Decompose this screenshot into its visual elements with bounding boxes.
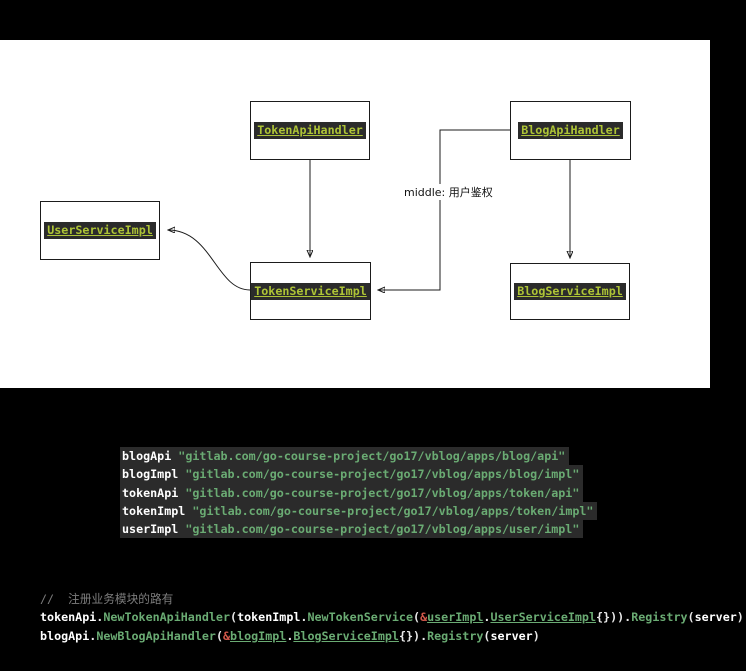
- code-link[interactable]: blogImpl: [230, 628, 287, 643]
- import-path: "gitlab.com/go-course-project/go17/vblog…: [178, 522, 580, 537]
- edge-tokenservice-to-userservice: [168, 230, 251, 291]
- code-token: (: [230, 610, 238, 625]
- node-link-blog-service-impl[interactable]: BlogServiceImpl: [514, 283, 626, 300]
- code-token: tokenImpl: [237, 610, 301, 625]
- class-diagram-canvas: TokenApiHandler BlogApiHandler UserServi…: [0, 40, 710, 388]
- code-comment: // 注册业务模块的路有: [40, 592, 174, 606]
- diagram-node-blog-service-impl[interactable]: BlogServiceImpl: [510, 263, 630, 320]
- import-line: tokenApi "gitlab.com/go-course-project/g…: [120, 483, 584, 502]
- import-line: userImpl "gitlab.com/go-course-project/g…: [120, 520, 584, 539]
- code-token: &: [222, 628, 231, 643]
- code-token: .: [89, 628, 97, 643]
- node-link-token-api-handler[interactable]: TokenApiHandler: [254, 122, 366, 139]
- edge-blogapi-to-tokenservice: [378, 129, 510, 290]
- code-token: (: [215, 628, 223, 643]
- code-token: ): [532, 628, 540, 643]
- import-path: "gitlab.com/go-course-project/go17/vblog…: [178, 485, 580, 500]
- import-alias: userImpl: [122, 522, 179, 537]
- code-token: .: [483, 610, 491, 625]
- code-link[interactable]: userImpl: [427, 610, 484, 625]
- import-path: "gitlab.com/go-course-project/go17/vblog…: [178, 467, 580, 482]
- edge-label-middleware-auth: middle: 用户鉴权: [402, 184, 495, 200]
- code-line: tokenApi.NewTokenApiHandler(tokenImpl.Ne…: [40, 608, 744, 626]
- import-alias: tokenApi: [122, 485, 179, 500]
- import-line: blogImpl "gitlab.com/go-course-project/g…: [120, 465, 584, 484]
- import-path: "gitlab.com/go-course-project/go17/vblog…: [171, 449, 566, 463]
- node-link-user-service-impl[interactable]: UserServiceImpl: [44, 222, 156, 239]
- code-token: (: [687, 610, 695, 625]
- registration-code-block: // 注册业务模块的路有 tokenApi.NewTokenApiHandler…: [40, 590, 744, 645]
- code-token: .: [96, 610, 104, 625]
- import-alias: tokenImpl: [122, 503, 186, 518]
- code-token: {}): [398, 628, 421, 643]
- import-path: "gitlab.com/go-course-project/go17/vblog…: [185, 503, 594, 518]
- diagram-edges: [0, 129, 710, 388]
- diagram-node-token-api-handler[interactable]: TokenApiHandler: [250, 101, 370, 160]
- code-token: server: [490, 628, 533, 643]
- code-token: (: [413, 610, 421, 625]
- code-link[interactable]: BlogServiceImpl: [293, 628, 399, 643]
- code-token: NewTokenService: [307, 610, 414, 625]
- code-token: .: [286, 628, 294, 643]
- import-line: blogApi "gitlab.com/go-course-project/go…: [120, 447, 570, 466]
- code-token: server: [694, 610, 737, 625]
- code-token: .: [300, 610, 308, 625]
- code-token: {})): [596, 610, 625, 625]
- code-token: ): [736, 610, 744, 625]
- code-token: (: [483, 628, 491, 643]
- diagram-node-token-service-impl[interactable]: TokenServiceImpl: [250, 262, 371, 320]
- import-alias: blogApi: [122, 449, 172, 463]
- code-token: .: [420, 628, 428, 643]
- code-token: tokenApi: [40, 610, 97, 625]
- imports-code-block: blogApi "gitlab.com/go-course-project/go…: [120, 447, 598, 539]
- code-link[interactable]: UserServiceImpl: [490, 610, 597, 625]
- code-token: NewTokenApiHandler: [103, 610, 231, 625]
- code-token: Registry: [427, 628, 484, 643]
- import-line: tokenImpl "gitlab.com/go-course-project/…: [120, 501, 598, 521]
- import-alias: blogImpl: [122, 467, 179, 482]
- code-line: blogApi.NewBlogApiHandler(&blogImpl.Blog…: [40, 627, 744, 645]
- node-link-token-service-impl[interactable]: TokenServiceImpl: [251, 282, 370, 300]
- code-token: blogApi: [40, 628, 90, 643]
- diagram-node-user-service-impl[interactable]: UserServiceImpl: [40, 201, 160, 260]
- node-link-blog-api-handler[interactable]: BlogApiHandler: [518, 122, 623, 139]
- code-token: Registry: [631, 610, 688, 625]
- code-token: &: [420, 610, 428, 625]
- code-token: NewBlogApiHandler: [96, 628, 216, 643]
- code-token: .: [624, 610, 632, 625]
- diagram-node-blog-api-handler[interactable]: BlogApiHandler: [510, 101, 631, 160]
